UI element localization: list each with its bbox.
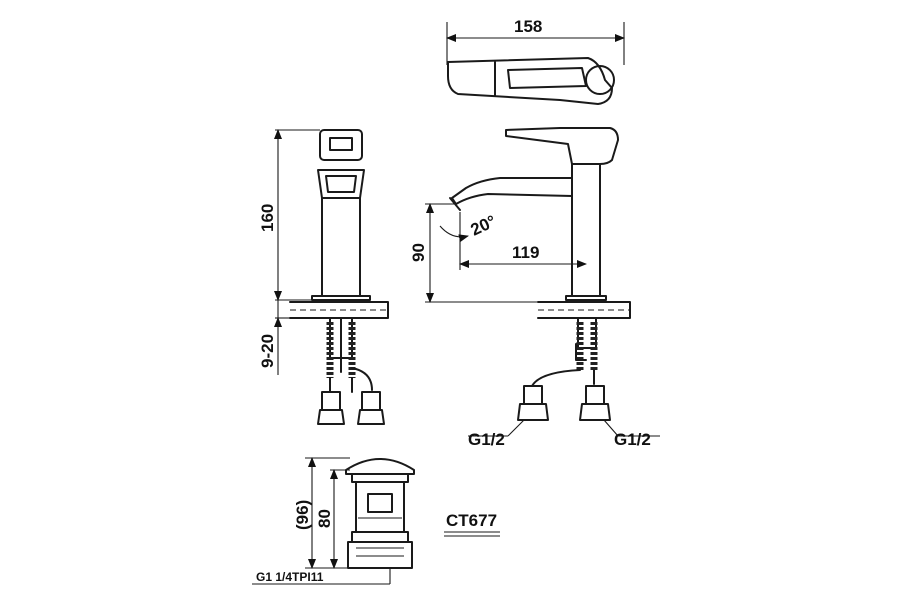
spout-reach-label: 119: [512, 243, 539, 262]
inlet-right-label: G1/2: [614, 430, 651, 449]
side-view: 90 119 20° G1/2 G1/2: [409, 127, 660, 449]
front-view: 160 9-20: [258, 129, 389, 425]
spout-angle-label: 20°: [468, 211, 500, 239]
waste-outer-height-label: (96): [293, 500, 312, 530]
counter-thickness-label: 9-20: [258, 334, 277, 368]
top-view: 158: [446, 17, 625, 105]
height-label: 160: [258, 204, 277, 232]
waste-height-label: 80: [315, 509, 334, 528]
model-code-label: CT677: [446, 511, 497, 530]
waste-view: (96) 80 G1 1/4TPI11: [252, 457, 415, 585]
top-width-label: 158: [514, 17, 542, 36]
model-code: CT677: [444, 511, 500, 537]
inlet-left-label: G1/2: [468, 430, 505, 449]
waste-thread-label: G1 1/4TPI11: [256, 570, 324, 584]
spout-height-label: 90: [409, 243, 428, 262]
